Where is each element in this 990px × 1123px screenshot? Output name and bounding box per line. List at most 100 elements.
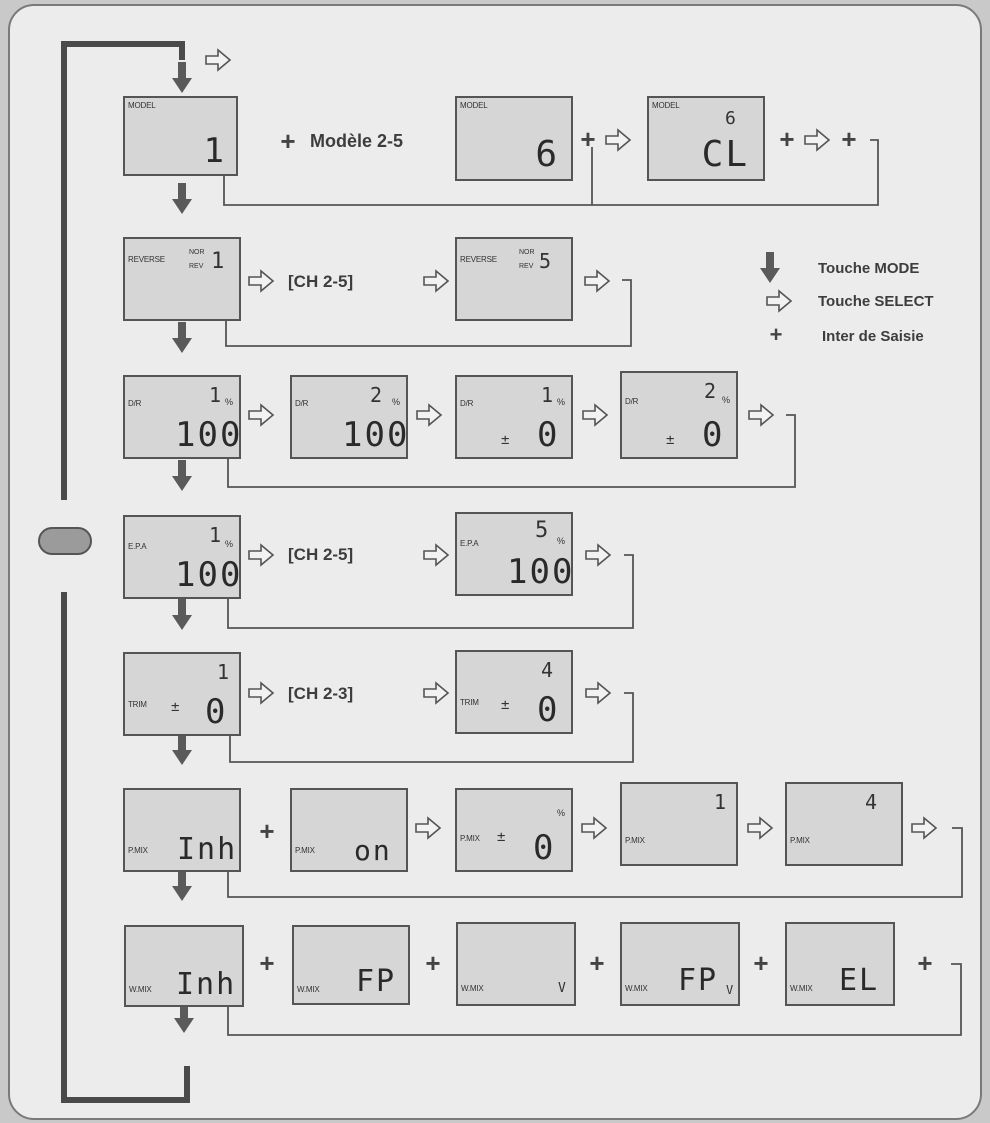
channel-range-text: [CH 2-5] (288, 545, 354, 564)
lcd-nor-indicator: NOR (519, 249, 535, 256)
lcd-channel: 1 (211, 249, 225, 274)
select-arrow (248, 544, 274, 566)
mode-arrow-4 (172, 599, 192, 630)
lcd-plusminus: ± (497, 829, 506, 845)
return-lines (223, 139, 963, 1036)
outer-loop-top (61, 41, 185, 500)
lcd-label: W.MIX (129, 985, 152, 994)
select-arrow (582, 404, 608, 426)
lcd-wmix-3: W.MIX V (456, 922, 576, 1006)
lcd-value: CL (701, 134, 749, 175)
input-switch-plus-icon: + (589, 948, 605, 978)
lcd-channel: 2 (370, 383, 383, 407)
select-arrow (248, 270, 274, 292)
lcd-channel: 5 (535, 518, 549, 543)
lcd-value: 100 (342, 415, 408, 455)
lcd-rev-indicator: REV (519, 263, 534, 270)
lcd-label: D/R (295, 399, 309, 408)
legend-plus-icon: + (769, 322, 783, 347)
select-arrow (581, 817, 607, 839)
lcd-label: TRIM (128, 700, 147, 709)
lcd-label: REVERSE (128, 255, 165, 264)
lcd-dr-4: D/R 2 % ± 0 (620, 371, 738, 459)
lcd-reverse-2: REVERSE NOR REV 5 (455, 237, 573, 321)
lcd-wmix-1: W.MIX Inh (124, 925, 244, 1007)
lcd-wmix-2: W.MIX FP (292, 925, 410, 1005)
lcd-pmix-3: P.MIX ± % 0 (455, 788, 573, 872)
select-arrow (248, 404, 274, 426)
lcd-value: on (354, 834, 392, 867)
legend-select-label: Touche SELECT (818, 293, 934, 310)
lcd-rev-indicator: REV (189, 263, 204, 270)
lcd-dr-2: D/R 2 % 100 (290, 375, 408, 459)
input-switch-plus-icon: + (280, 126, 296, 156)
mode-arrow-top (172, 62, 192, 93)
lcd-label: W.MIX (790, 984, 813, 993)
lcd-percent: % (392, 397, 401, 407)
lcd-label: W.MIX (461, 984, 484, 993)
select-arrow (804, 129, 830, 151)
mode-arrow-6 (172, 870, 192, 901)
lcd-label: P.MIX (128, 846, 148, 855)
lcd-label: MODEL (128, 101, 156, 110)
lcd-value: 100 (175, 415, 241, 455)
lcd-value: 0 (537, 690, 560, 730)
lcd-channel: 4 (541, 658, 554, 682)
lcd-label: D/R (128, 399, 142, 408)
lcd-model-3: MODEL 6 CL (647, 96, 765, 181)
lcd-label: TRIM (460, 698, 479, 707)
lcd-value: 0 (533, 828, 556, 868)
lcd-label: P.MIX (625, 836, 645, 845)
lcd-plusminus: ± (666, 432, 675, 448)
select-arrow (584, 270, 610, 292)
lcd-value: FP (678, 963, 719, 998)
input-switch-plus-icon: + (425, 948, 441, 978)
select-arrow (748, 404, 774, 426)
input-switch-plus-icon: + (779, 124, 795, 154)
lcd-trim-2: TRIM 4 ± 0 (455, 650, 573, 734)
lcd-channel: 4 (865, 790, 878, 814)
lcd-pmix-2: P.MIX on (290, 788, 408, 872)
lcd-value: 100 (507, 552, 573, 592)
lcd-plusminus: ± (171, 699, 180, 715)
lcd-label: REVERSE (460, 255, 497, 264)
lcd-dr-1: D/R 1 % 100 (123, 375, 241, 459)
select-arrow (585, 544, 611, 566)
lcd-plusminus: ± (501, 697, 510, 713)
lcd-label: E.P.A (460, 539, 479, 548)
lcd-label: D/R (625, 397, 639, 406)
lcd-channel: 1 (217, 660, 230, 684)
select-arrow-top (205, 49, 231, 71)
legend-input-switch-label: Inter de Saisie (822, 328, 924, 345)
lcd-epa-1: E.P.A 1 % 100 (123, 515, 241, 599)
lcd-percent: % (557, 397, 566, 407)
lcd-value: Inh (177, 832, 238, 867)
mode-arrow-5 (172, 734, 192, 765)
lcd-value: Inh (176, 967, 237, 1002)
lcd-subscript: V (726, 983, 734, 997)
select-arrow (747, 817, 773, 839)
lcd-pmix-4: P.MIX 1 (620, 782, 738, 866)
lcd-nor-indicator: NOR (189, 249, 205, 256)
lcd-value: 0 (702, 415, 725, 455)
lcd-model-2: MODEL 6 (455, 96, 573, 181)
select-arrow (415, 817, 441, 839)
lcd-value: 100 (175, 555, 241, 595)
lcd-epa-2: E.P.A 5 % 100 (455, 512, 573, 596)
model-range-text: Modèle 2-5 (310, 131, 404, 151)
select-arrow (416, 404, 442, 426)
select-arrow (423, 270, 449, 292)
lcd-value: 6 (535, 134, 559, 175)
input-switch-plus-icon: + (841, 124, 857, 154)
lcd-percent: % (557, 808, 566, 818)
lcd-plusminus: ± (501, 432, 510, 448)
mode-arrow-2 (172, 322, 192, 353)
lcd-channel: 1 (714, 790, 727, 814)
lcd-channel: 2 (704, 379, 717, 403)
lcd-channel: 1 (209, 523, 222, 547)
lcd-wmix-4: W.MIX FP V (620, 922, 740, 1006)
lcd-label: P.MIX (460, 834, 480, 843)
lcd-value: EL (839, 963, 880, 998)
